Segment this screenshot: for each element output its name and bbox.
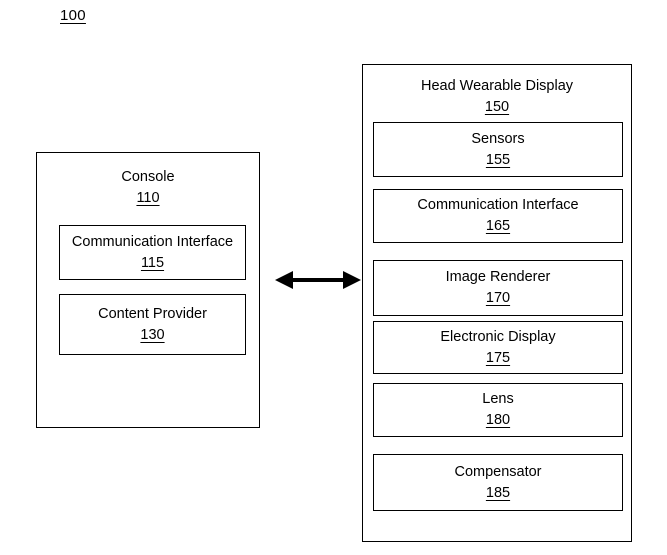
console-content-provider-block: Content Provider 130	[59, 294, 246, 355]
compensator-block: Compensator 185	[373, 454, 623, 511]
console-communication-interface-label: Communication Interface	[71, 233, 234, 250]
electronic-display-block: Electronic Display 175	[373, 321, 623, 374]
image-renderer-label: Image Renderer	[445, 269, 551, 285]
console-header: Console 110	[37, 167, 259, 209]
figure-number: 100	[60, 7, 86, 24]
compensator-ref: 185	[485, 484, 511, 501]
console-communication-interface-ref: 115	[140, 254, 165, 271]
sensors-ref: 155	[485, 151, 511, 168]
sensors-label: Sensors	[471, 130, 525, 147]
hwd-communication-interface-label: Communication Interface	[417, 197, 579, 213]
hwd-communication-interface-block: Communication Interface 165	[373, 189, 623, 243]
head-wearable-display-title: Head Wearable Display	[420, 78, 574, 94]
sensors-block: Sensors 155	[373, 122, 623, 177]
head-wearable-display-block: Head Wearable Display 150 Sensors 155 Co…	[362, 64, 632, 542]
head-wearable-display-ref: 150	[484, 99, 510, 115]
lens-label: Lens	[482, 391, 514, 407]
image-renderer-block: Image Renderer 170	[373, 260, 623, 316]
console-block: Console 110 Communication Interface 115 …	[36, 152, 260, 428]
console-ref: 110	[136, 190, 160, 206]
electronic-display-label: Electronic Display	[440, 328, 556, 345]
head-wearable-display-header: Head Wearable Display 150	[363, 76, 631, 118]
lens-ref: 180	[485, 412, 511, 428]
console-content-provider-label: Content Provider	[98, 305, 207, 322]
bidirectional-arrow-icon	[275, 271, 361, 289]
console-content-provider-ref: 130	[140, 326, 165, 343]
lens-block: Lens 180	[373, 383, 623, 437]
electronic-display-ref: 175	[485, 349, 511, 366]
console-communication-interface-block: Communication Interface 115	[59, 225, 246, 280]
console-title: Console	[121, 169, 175, 185]
hwd-communication-interface-ref: 165	[485, 218, 511, 234]
compensator-label: Compensator	[454, 463, 542, 480]
image-renderer-ref: 170	[485, 290, 511, 306]
